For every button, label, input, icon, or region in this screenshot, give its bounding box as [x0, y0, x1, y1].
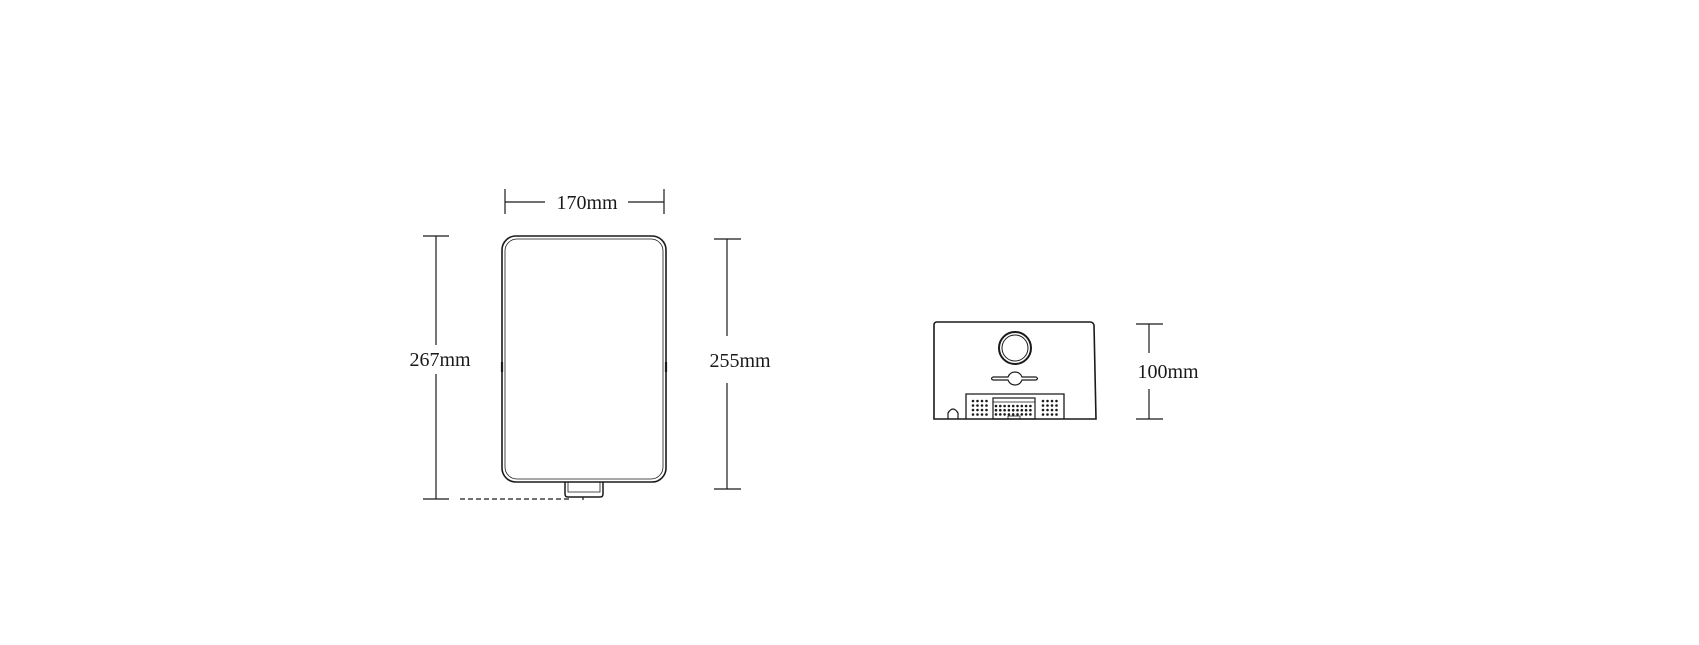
width-dim-label: 170mm [556, 192, 618, 214]
vent-dot [1007, 404, 1011, 408]
vent-dot [999, 413, 1002, 416]
side-round-button [998, 331, 1032, 365]
vent-dot [980, 413, 984, 416]
side-vent-dots [971, 399, 1058, 416]
vent-dot [1003, 408, 1006, 412]
vent-dot [1024, 408, 1028, 412]
vent-dot [1055, 404, 1058, 407]
vent-dot [1020, 413, 1024, 416]
vent-dot [1046, 399, 1049, 403]
vent-dot [1003, 413, 1006, 416]
front-view [460, 235, 668, 500]
vent-dot [1055, 408, 1058, 412]
total-height-dim-label: 267mm [409, 349, 471, 371]
vent-dot [976, 413, 979, 416]
vent-dot [985, 404, 988, 407]
vent-dot [1046, 413, 1049, 416]
vent-dot [999, 408, 1002, 412]
vent-dot [985, 399, 988, 403]
vent-dot [1011, 413, 1015, 416]
vent-dot [1050, 408, 1054, 412]
vent-dot [1029, 404, 1032, 408]
vent-dot [1055, 413, 1058, 416]
vent-dot [1016, 408, 1019, 412]
side-height-dim-label: 100mm [1137, 361, 1199, 383]
vent-dot [1007, 413, 1011, 416]
vent-dot [1041, 399, 1045, 403]
vent-dot [985, 413, 988, 416]
vent-dot [980, 408, 984, 412]
vent-dot [1055, 399, 1058, 403]
vent-dot [1041, 404, 1045, 407]
body-height-dim-label: 255mm [709, 350, 771, 372]
vent-dot [1050, 399, 1054, 403]
front-body-outline [501, 235, 667, 483]
vent-dot [976, 399, 979, 403]
vent-dot [1024, 404, 1028, 408]
side-drain-hole [947, 408, 959, 419]
vent-dot [1011, 408, 1015, 412]
vent-dot [971, 413, 975, 416]
vent-dot [1050, 413, 1054, 416]
vent-dot [1016, 404, 1019, 408]
front-bottom-tab [564, 482, 604, 498]
front-body-inner-outline [504, 238, 664, 480]
vent-dot [1016, 413, 1019, 416]
vent-dot [994, 404, 998, 408]
vent-dot [976, 404, 979, 407]
side-keyhole-slot [990, 371, 1039, 386]
side-round-button-inner [1001, 334, 1029, 362]
vent-dot [980, 404, 984, 407]
dimension-body-height [714, 238, 741, 490]
vent-dot [1041, 413, 1045, 416]
vent-dot [971, 399, 975, 403]
vent-dot [971, 408, 975, 412]
vent-dot [980, 399, 984, 403]
dimension-side-height [1136, 323, 1163, 420]
vent-dot [976, 408, 979, 412]
vent-dot [1003, 404, 1006, 408]
vent-dot [971, 404, 975, 407]
vent-dot [1007, 408, 1011, 412]
vent-dot [985, 408, 988, 412]
front-bottom-tab-inner [567, 482, 601, 493]
vent-dot [994, 408, 998, 412]
vent-dot [1046, 404, 1049, 407]
dimension-total-height [423, 235, 449, 500]
side-connector-foot [1007, 415, 1021, 420]
vent-dot [1011, 404, 1015, 408]
side-vent-panel [965, 393, 1065, 419]
vent-dot [1029, 408, 1032, 412]
vent-dot [1024, 413, 1028, 416]
vent-dot [1050, 404, 1054, 407]
dimension-width [504, 189, 665, 214]
side-view [933, 321, 1097, 420]
vent-dot [1041, 408, 1045, 412]
vent-dot [999, 404, 1002, 408]
vent-dot [994, 413, 998, 416]
side-body-outline [933, 321, 1097, 420]
vent-dot [1020, 404, 1024, 408]
vent-dot [1029, 413, 1032, 416]
vent-dot [1046, 408, 1049, 412]
vent-dot [1020, 408, 1024, 412]
